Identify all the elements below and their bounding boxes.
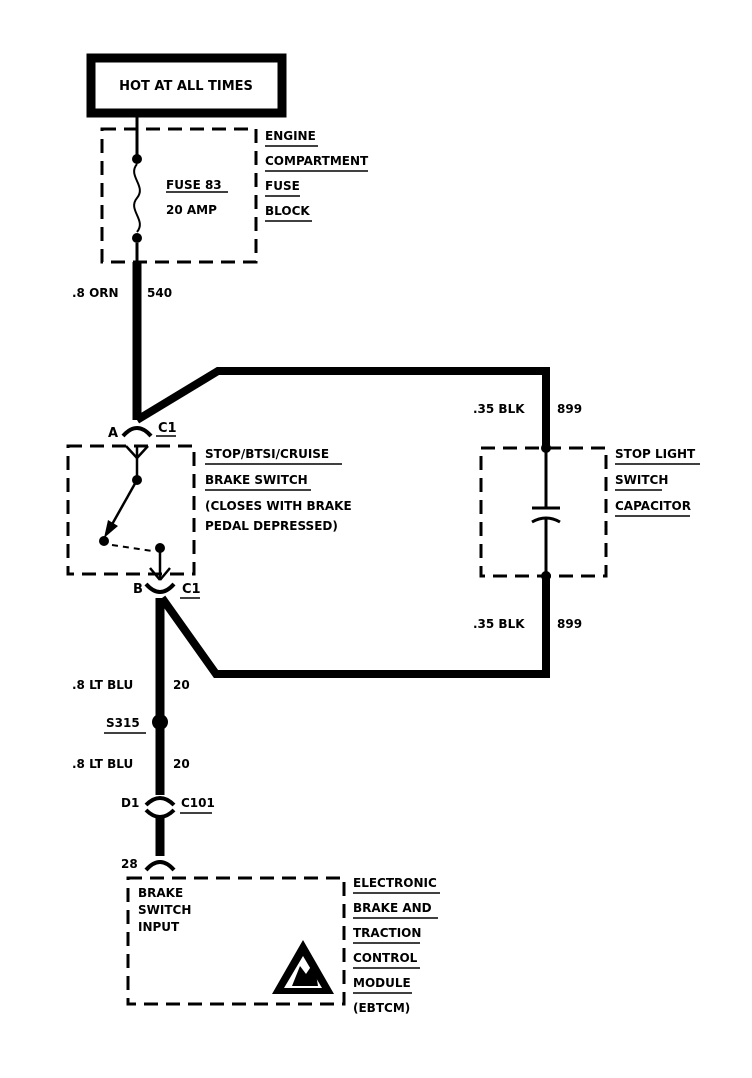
ebtcm-line-4: CONTROL [353, 951, 418, 965]
wire-899-bottom-circuit: 899 [557, 617, 582, 631]
wire-20-bottom-gauge: .8 LT BLU [72, 757, 133, 771]
wire-899-loop-top [134, 367, 550, 448]
ebtcm-input-line-1: BRAKE [138, 886, 183, 900]
wire-540-circuit: 540 [147, 286, 172, 300]
fuse-name: FUSE 83 [166, 178, 222, 192]
capacitor-line-2: SWITCH [615, 473, 668, 487]
brake-switch-line-1: STOP/BTSI/CRUISE [205, 447, 329, 461]
ebtcm-input-line-2: SWITCH [138, 903, 191, 917]
esd-warning-icon [272, 940, 334, 994]
brake-switch-line-2: BRAKE SWITCH [205, 473, 308, 487]
splice-label: S315 [106, 716, 140, 730]
connector-c1-top-label: C1 [158, 421, 177, 436]
ebtcm-pin-connector: 28 [121, 857, 176, 872]
connector-c1-bottom: B C1 [133, 582, 201, 599]
c101-pin: D1 [121, 796, 139, 810]
switch-pin-b: B [133, 582, 143, 597]
ebtcm-line-1: ELECTRONIC [353, 876, 437, 890]
fuse-rating: 20 AMP [166, 203, 217, 217]
ebtcm-input-line-3: INPUT [138, 920, 180, 934]
connector-c101: D1 C101 [121, 796, 215, 856]
ebtcm-line-6: (EBTCM) [353, 1001, 410, 1015]
wire-540-gauge: .8 ORN [72, 286, 119, 300]
capacitor-line-1: STOP LIGHT [615, 447, 696, 461]
fuse-symbol [132, 113, 142, 262]
wire-899-top-gauge: .35 BLK [473, 402, 525, 416]
fuse-block-line-2: COMPARTMENT [265, 154, 369, 168]
fuse-block: FUSE 83 20 AMP ENGINE COMPARTMENT FUSE B… [100, 127, 369, 264]
fuse-block-line-1: ENGINE [265, 129, 316, 143]
stop-light-capacitor: STOP LIGHT SWITCH CAPACITOR [479, 443, 700, 581]
power-source-label: HOT AT ALL TIMES [119, 79, 253, 94]
connector-c1-top: A C1 [108, 421, 177, 441]
ebtcm-pin: 28 [121, 857, 138, 871]
ebtcm-line-2: BRAKE AND [353, 901, 432, 915]
ebtcm-module: BRAKE SWITCH INPUT ELECTRONIC BRAKE AND … [126, 876, 440, 1015]
brake-switch: STOP/BTSI/CRUISE BRAKE SWITCH (CLOSES WI… [66, 444, 352, 581]
ebtcm-line-3: TRACTION [353, 926, 421, 940]
c101-label: C101 [181, 796, 215, 810]
wire-899-bottom-gauge: .35 BLK [473, 617, 525, 631]
splice-s315-dot [152, 714, 168, 730]
wire-899-top-circuit: 899 [557, 402, 582, 416]
fuse-block-line-4: BLOCK [265, 204, 310, 218]
connector-c1-bottom-label: C1 [182, 582, 201, 597]
switch-pin-a: A [108, 426, 118, 441]
wire-20-top-gauge: .8 LT BLU [72, 678, 133, 692]
wire-899-loop-bottom [158, 576, 550, 678]
wire-540: .8 ORN 540 [72, 262, 172, 420]
wire-20-top-circuit: 20 [173, 678, 190, 692]
wire-20-bottom-circuit: 20 [173, 757, 190, 771]
fuse-block-line-3: FUSE [265, 179, 300, 193]
brake-switch-line-3: (CLOSES WITH BRAKE [205, 499, 352, 513]
wire-20: .8 LT BLU 20 S315 .8 LT BLU 20 [72, 598, 190, 795]
capacitor-line-3: CAPACITOR [615, 499, 691, 513]
brake-switch-line-4: PEDAL DEPRESSED) [205, 519, 338, 533]
power-source-box: HOT AT ALL TIMES [86, 53, 287, 118]
ebtcm-line-5: MODULE [353, 976, 411, 990]
